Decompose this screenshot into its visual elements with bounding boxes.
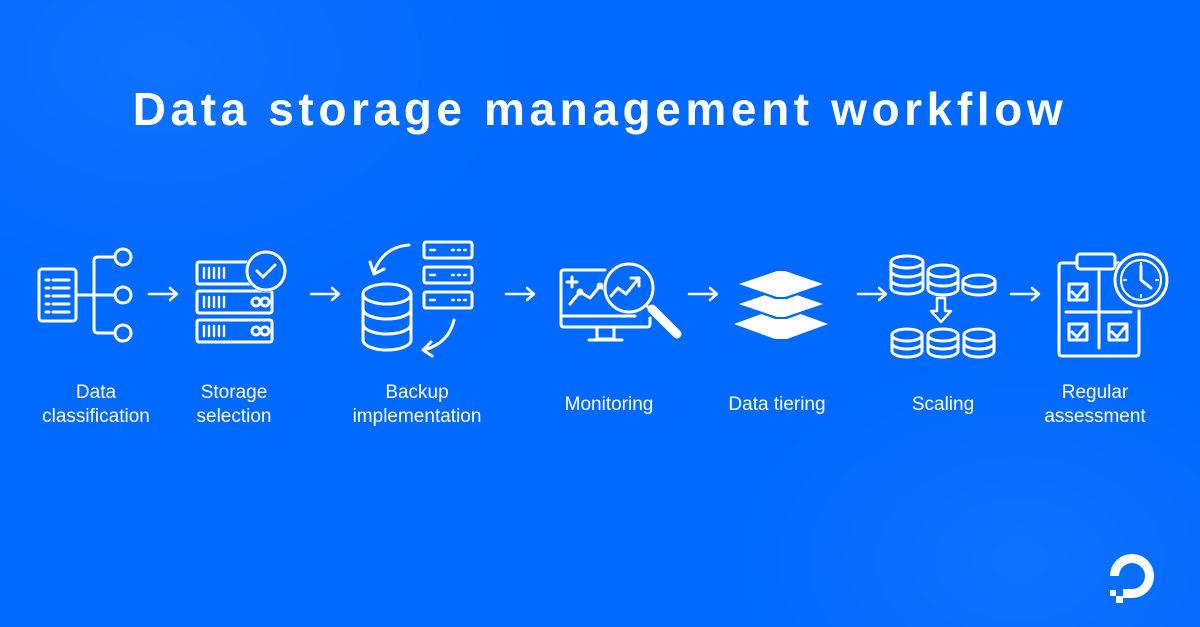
database-backup-icon [361, 240, 474, 358]
arrow-right-icon [504, 286, 536, 302]
monitor-analytics-icon [559, 262, 682, 342]
arrow-right-icon [687, 286, 719, 302]
server-check-icon [195, 250, 287, 344]
hierarchy-list-icon [37, 247, 133, 343]
layers-icon [734, 269, 828, 339]
clipboard-clock-icon [1057, 252, 1169, 358]
arrow-right-icon [309, 286, 341, 302]
arrow-right-icon [856, 286, 888, 302]
database-scaling-icon [889, 254, 997, 359]
step-label: Data tiering [728, 394, 826, 415]
step-label: Monitoring [564, 394, 654, 415]
page-title: Data storage management workflow [132, 83, 1068, 135]
arrow-right-icon [147, 286, 179, 302]
step-label: Scaling [911, 394, 975, 415]
arrow-right-icon [1009, 286, 1041, 302]
digitalocean-logo-icon [1110, 554, 1154, 603]
